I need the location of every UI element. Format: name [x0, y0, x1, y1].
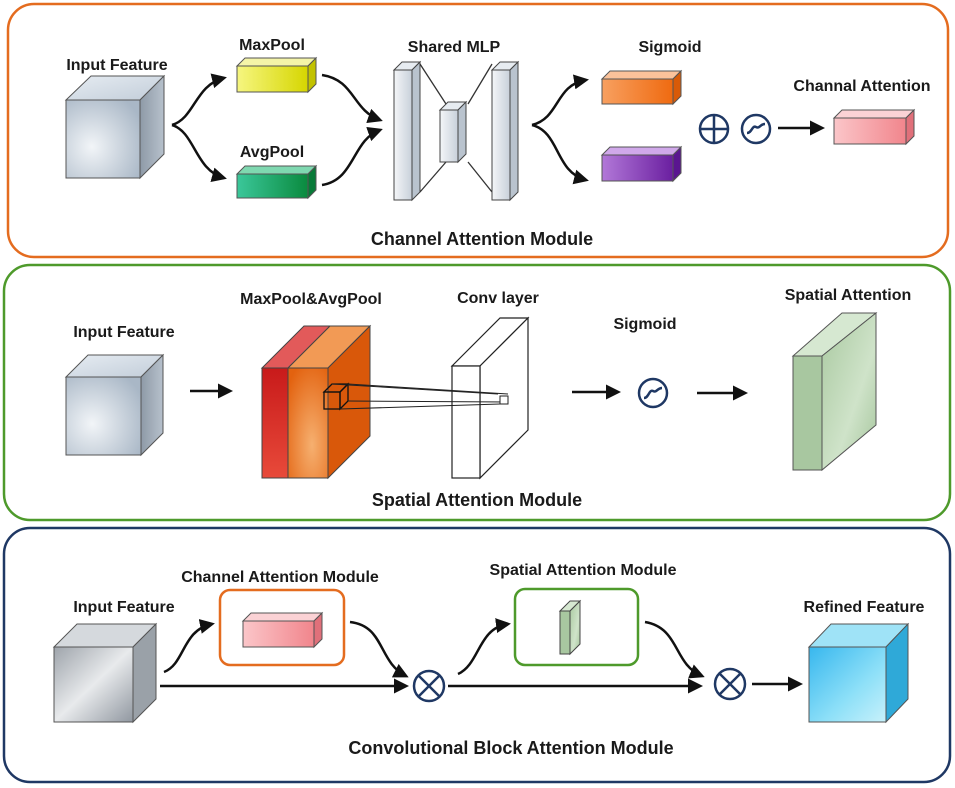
channel-module-title: Channel Attention Module — [371, 229, 593, 249]
conv-layer — [331, 316, 530, 480]
channel-module-border — [6, 2, 950, 259]
sigmoid-icon — [740, 113, 772, 145]
mlp-arrow-to-purple — [531, 123, 589, 185]
avgpool-arrow-to-mlp — [321, 126, 383, 187]
spatial-input-cube — [64, 353, 165, 457]
cbam-module-border — [2, 526, 952, 784]
cbam-arrow-to-channel — [163, 619, 215, 674]
channel-input-cube — [64, 74, 166, 180]
multiply-circle-icon — [713, 667, 747, 701]
cbam-channel-attention-bar — [241, 611, 324, 649]
channel-arrow-to-avgpool — [171, 123, 227, 183]
pool-label: MaxPool&AvgPool — [240, 291, 382, 308]
multiply-circle-icon — [412, 669, 446, 703]
sigmoid-orange-bar — [600, 69, 683, 106]
pooled-feature-maps — [260, 324, 372, 480]
spatial-attention-map — [791, 311, 878, 472]
shared-mlp — [392, 60, 520, 202]
cbam-spatial-label: Spatial Attention Module — [490, 562, 677, 579]
avgpool-label: AvgPool — [240, 144, 304, 161]
shared-mlp-label: Shared MLP — [408, 39, 501, 56]
conv-layer-label: Conv layer — [457, 290, 539, 307]
plus-circle-icon — [698, 113, 730, 145]
maxpool-bar — [235, 56, 318, 94]
spatial-sigmoid-label: Sigmoid — [613, 316, 676, 333]
channel-sigmoid-label: Sigmoid — [638, 39, 701, 56]
maxpool-arrow-to-mlp — [321, 73, 383, 124]
spatial-module-title: Spatial Attention Module — [372, 490, 582, 510]
spatial-module-border — [2, 263, 952, 522]
cbam-module-title: Convolutional Block Attention Module — [348, 738, 673, 758]
mlp-arrow-to-orange — [531, 74, 589, 127]
refined-feature-label: Refined Feature — [804, 599, 925, 616]
channel-attention-bar — [832, 108, 916, 146]
cbam-input-cube — [52, 622, 158, 724]
cbam-spatial-attention-map — [558, 599, 582, 656]
sigmoid-purple-bar — [600, 145, 683, 183]
cbam-arrow-to-spatial — [457, 618, 511, 676]
avgpool-bar — [235, 164, 318, 200]
refined-feature-cube — [807, 622, 910, 724]
channel-input-label: Input Feature — [66, 57, 167, 74]
cbam-arrow-from-spatial — [644, 620, 705, 679]
maxpool-label: MaxPool — [239, 37, 305, 54]
cbam-channel-label: Channel Attention Module — [181, 569, 379, 586]
cbam-input-label: Input Feature — [73, 599, 174, 616]
spatial-attention-label: Spatial Attention — [785, 287, 912, 304]
channel-attention-label: Channal Attention — [793, 78, 930, 95]
spatial-input-label: Input Feature — [73, 324, 174, 341]
cbam-arrow-from-channel — [349, 620, 409, 678]
sigmoid-icon — [637, 377, 669, 409]
channel-arrow-to-maxpool — [171, 73, 227, 127]
